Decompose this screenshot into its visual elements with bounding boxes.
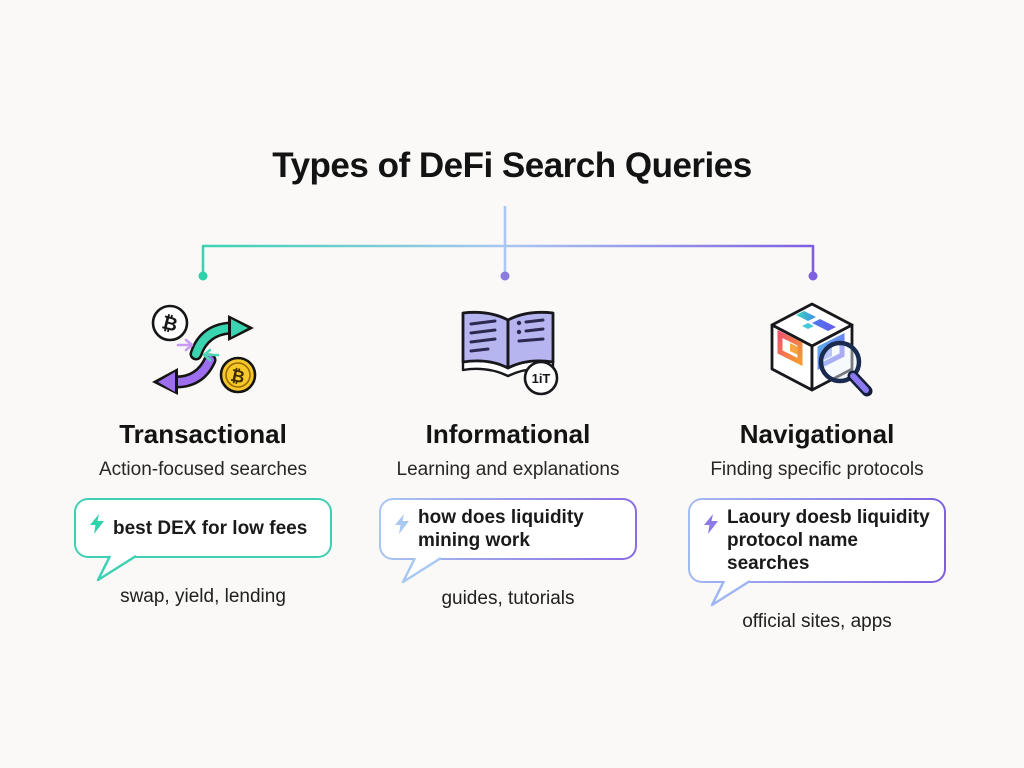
query-bubble-transactional: best DEX for low fees: [74, 498, 332, 582]
magnifier-lens: [821, 343, 859, 381]
subtitle-navigational: Finding specific protocols: [710, 459, 924, 480]
lightning-icon: [90, 514, 104, 534]
heading-informational: Informational: [425, 419, 591, 449]
query-bubble-informational: how does liquidity mining work: [379, 498, 637, 584]
column-informational: 1iT Informational Learning and explanati…: [368, 298, 648, 610]
subtitle-transactional: Action-focused searches: [98, 459, 308, 480]
bubble-tail: [710, 580, 751, 607]
bitcoin-coin-symbol: ₿: [229, 366, 247, 387]
center-branch-dot: [500, 271, 510, 281]
book-badge-label: 1iT: [532, 371, 551, 386]
heading-transactional: Transactional: [119, 419, 287, 449]
magnifier-handle: [850, 373, 869, 393]
subtitle-informational: Learning and explanations: [396, 459, 620, 480]
page-title: Types of DeFi Search Queries: [272, 146, 752, 185]
keywords-navigational: official sites, apps: [742, 611, 892, 632]
lightning-icon: [395, 514, 409, 534]
query-text: how does liquidity mining work: [418, 507, 584, 551]
lightning-icon: [704, 514, 718, 534]
bubble-tail: [401, 557, 442, 584]
icon-box: [752, 298, 882, 398]
query-text: best DEX for low fees: [113, 517, 308, 539]
branch-line: [201, 244, 815, 272]
icon-box: ₿ ₿: [138, 298, 268, 398]
crypto-swap-icon: ₿ ₿: [151, 304, 257, 395]
cube-search-icon: [770, 302, 873, 397]
keywords-transactional: swap, yield, lending: [120, 586, 286, 607]
bubble-tail: [96, 555, 137, 582]
book-badge: [523, 360, 559, 396]
query-bubble-navigational: Laoury doesb liquidity protocol name sea…: [688, 498, 946, 607]
bitcoin-symbol: ₿: [160, 312, 180, 336]
heading-navigational: Navigational: [739, 419, 895, 449]
query-text: Laoury doesb liquidity protocol name sea…: [727, 507, 930, 574]
icon-box: 1iT: [443, 298, 573, 398]
open-book-icon: 1iT: [461, 310, 559, 396]
column-transactional: ₿ ₿ Transactional Action-focused searche…: [63, 298, 343, 608]
right-branch-dot: [808, 271, 818, 281]
column-navigational: Navigational Finding specific protocols …: [677, 298, 957, 633]
connector-lines: [198, 206, 818, 281]
keywords-informational: guides, tutorials: [441, 588, 575, 609]
left-branch-dot: [198, 271, 208, 281]
